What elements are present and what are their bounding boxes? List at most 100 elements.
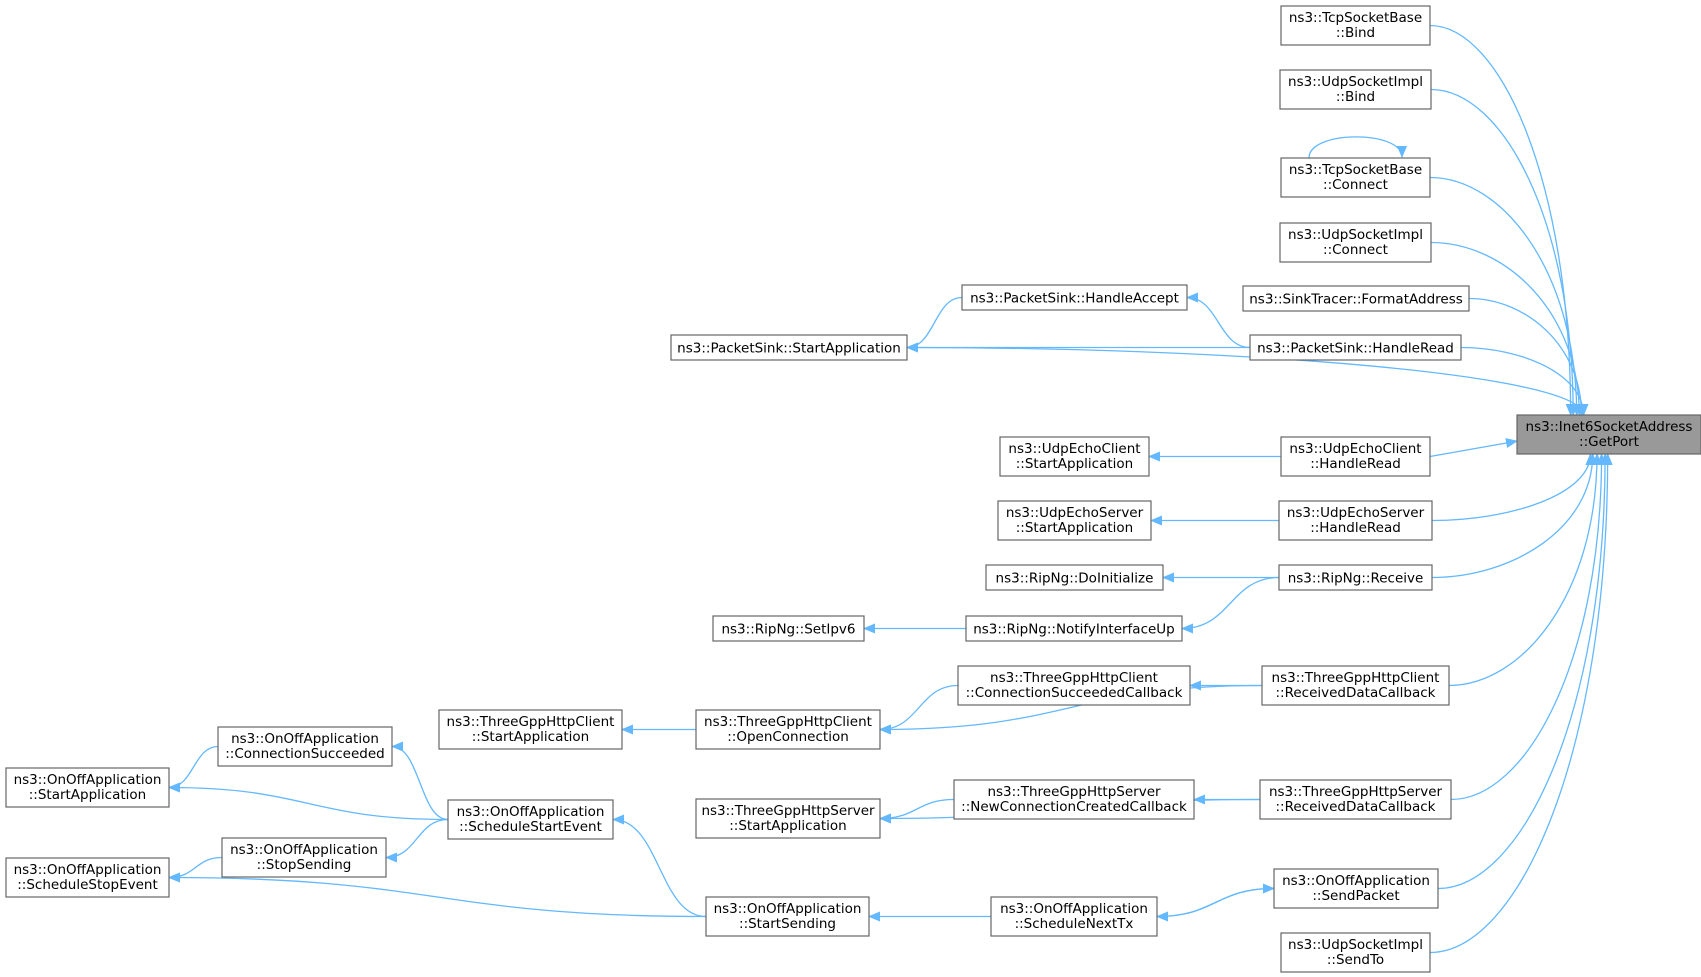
node-ps-startapp[interactable]: ns3::PacketSink::StartApplication	[670, 334, 908, 361]
node-ues-startapp[interactable]: ns3::UdpEchoServer::StartApplication	[997, 500, 1152, 541]
node-label: ::StartApplication	[1016, 456, 1134, 472]
edge-thc-recv-to-getport	[1448, 453, 1603, 687]
node-udp-bind[interactable]: ns3::UdpSocketImpl::Bind	[1279, 69, 1432, 110]
node-label: ::StartApplication	[29, 787, 147, 803]
edge-oo-sendpacket-to-getport	[1437, 453, 1611, 890]
node-label: ::OpenConnection	[727, 729, 849, 745]
node-box	[447, 799, 614, 840]
node-label: ::ScheduleNextTx	[1015, 916, 1134, 932]
edge-ths-newconn-to-ths-startapp	[879, 798, 955, 824]
edge-udp-bind-to-getport	[1430, 88, 1579, 416]
node-box	[997, 500, 1152, 541]
node-oo-startapp[interactable]: ns3::OnOffApplication::StartApplication	[5, 767, 170, 808]
edge-ps-startapp-to-getport	[906, 346, 1589, 416]
node-rip-notify[interactable]: ns3::RipNg::NotifyInterfaceUp	[965, 615, 1183, 642]
node-ues-handleread[interactable]: ns3::UdpEchoServer::HandleRead	[1278, 500, 1433, 541]
node-label: ::Bind	[1336, 89, 1375, 105]
node-oo-schedstart[interactable]: ns3::OnOffApplication::ScheduleStartEven…	[447, 799, 614, 840]
edge-udp-connect-to-getport	[1430, 241, 1585, 416]
node-ths-recv[interactable]: ns3::ThreeGppHttpServer::ReceivedDataCal…	[1259, 779, 1452, 820]
node-ths-startapp[interactable]: ns3::ThreeGppHttpServer::StartApplicatio…	[695, 798, 881, 839]
node-label: ns3::ThreeGppHttpClient	[447, 714, 615, 730]
node-label: ns3::ThreeGppHttpClient	[990, 670, 1158, 686]
node-box	[1280, 932, 1431, 973]
node-box	[1242, 285, 1470, 312]
node-box	[1249, 334, 1462, 361]
node-thc-recv[interactable]: ns3::ThreeGppHttpClient::ReceivedDataCal…	[1261, 665, 1450, 706]
node-label: ::ConnectionSucceededCallback	[966, 685, 1183, 701]
node-label: ns3::OnOffApplication	[1000, 901, 1148, 917]
node-oo-schednext[interactable]: ns3::OnOffApplication::ScheduleNextTx	[990, 896, 1158, 937]
node-label: ::ScheduleStartEvent	[459, 819, 602, 835]
node-ps-handleaccept[interactable]: ns3::PacketSink::HandleAccept	[961, 284, 1188, 311]
node-box	[990, 896, 1158, 937]
node-oo-schedstop[interactable]: ns3::OnOffApplication::ScheduleStopEvent	[5, 857, 170, 898]
node-label: ns3::SinkTracer::FormatAddress	[1249, 292, 1463, 308]
edge-tcp-connect-to-tcp-connect	[1308, 136, 1407, 159]
edge-ues-handleread-to-getport	[1431, 453, 1596, 522]
node-oo-sendpacket[interactable]: ns3::OnOffApplication::SendPacket	[1273, 868, 1439, 909]
node-box	[438, 709, 623, 750]
node-label: ns3::PacketSink::StartApplication	[677, 341, 901, 357]
node-rip-receive[interactable]: ns3::RipNg::Receive	[1278, 564, 1433, 591]
node-box	[953, 779, 1195, 820]
node-uec-handleread[interactable]: ns3::UdpEchoClient::HandleRead	[1280, 436, 1431, 477]
node-label: ns3::UdpSocketImpl	[1288, 937, 1423, 953]
node-label: ns3::ThreeGppHttpClient	[1272, 670, 1440, 686]
node-udp-connect[interactable]: ns3::UdpSocketImpl::Connect	[1279, 222, 1432, 263]
node-oo-connsucc[interactable]: ns3::OnOffApplication::ConnectionSucceed…	[217, 726, 393, 767]
node-box	[1278, 564, 1433, 591]
node-label: ::ReceivedDataCallback	[1275, 799, 1435, 815]
node-tcp-connect[interactable]: ns3::TcpSocketBase::Connect	[1280, 157, 1431, 198]
node-label: ns3::RipNg::Receive	[1288, 571, 1424, 587]
node-label: ns3::RipNg::SetIpv6	[721, 622, 855, 638]
node-label: ::NewConnectionCreatedCallback	[961, 799, 1187, 815]
node-oo-stopsending[interactable]: ns3::OnOffApplication::StopSending	[221, 837, 387, 878]
node-oo-startsending[interactable]: ns3::OnOffApplication::StartSending	[705, 896, 870, 937]
edge-oo-schedstart-to-oo-startapp	[168, 782, 449, 821]
node-label: ns3::UdpEchoClient	[1289, 441, 1421, 457]
node-box	[1259, 779, 1452, 820]
node-label: ns3::TcpSocketBase	[1289, 10, 1422, 26]
node-label: ns3::OnOffApplication	[457, 804, 605, 820]
node-uec-startapp[interactable]: ns3::UdpEchoClient::StartApplication	[999, 436, 1150, 477]
edge-ps-handleread-to-ps-handleaccept	[1186, 292, 1251, 349]
node-thc-openconn[interactable]: ns3::ThreeGppHttpClient::OpenConnection	[695, 709, 881, 750]
node-box	[957, 665, 1191, 706]
node-box	[985, 564, 1164, 591]
node-label: ns3::OnOffApplication	[230, 842, 378, 858]
node-thc-startapp[interactable]: ns3::ThreeGppHttpClient::StartApplicatio…	[438, 709, 623, 750]
edge-udp-sendto-to-getport	[1429, 453, 1613, 954]
node-label: ns3::RipNg::NotifyInterfaceUp	[973, 622, 1175, 638]
node-label: ::Connect	[1323, 242, 1388, 258]
edge-oo-schedstart-to-oo-stopsending	[385, 818, 449, 863]
node-label: ::SendPacket	[1312, 888, 1399, 904]
node-ps-handleread[interactable]: ns3::PacketSink::HandleRead	[1249, 334, 1462, 361]
node-tcp-bind[interactable]: ns3::TcpSocketBase::Bind	[1280, 5, 1431, 46]
node-label: ns3::ThreeGppHttpClient	[704, 714, 872, 730]
node-label: ns3::TcpSocketBase	[1289, 162, 1422, 178]
node-label: ns3::OnOffApplication	[14, 772, 162, 788]
node-sinktracer[interactable]: ns3::SinkTracer::FormatAddress	[1242, 285, 1470, 312]
node-getport[interactable]: ns3::Inet6SocketAddress::GetPort	[1516, 414, 1701, 455]
node-label: ::StartApplication	[472, 729, 590, 745]
node-udp-sendto[interactable]: ns3::UdpSocketImpl::SendTo	[1280, 932, 1431, 973]
node-rip-doinit[interactable]: ns3::RipNg::DoInitialize	[985, 564, 1164, 591]
node-label: ns3::OnOffApplication	[1282, 873, 1430, 889]
node-label: ns3::Inet6SocketAddress	[1526, 419, 1693, 435]
node-box	[1261, 665, 1450, 706]
node-rip-setipv6[interactable]: ns3::RipNg::SetIpv6	[712, 615, 865, 642]
node-box	[5, 857, 170, 898]
node-box	[670, 334, 908, 361]
node-label: ::StartSending	[739, 916, 836, 932]
edge-sinktracer-to-getport	[1468, 297, 1587, 416]
node-box	[1279, 222, 1432, 263]
node-thc-connsucc[interactable]: ns3::ThreeGppHttpClient::ConnectionSucce…	[957, 665, 1191, 706]
node-label: ::Connect	[1323, 177, 1388, 193]
edge-ths-recv-to-getport	[1450, 453, 1607, 801]
node-label: ::HandleRead	[1310, 520, 1401, 536]
node-box	[695, 709, 881, 750]
edge-oo-startsending-to-oo-schedstart	[612, 814, 707, 918]
node-ths-newconn[interactable]: ns3::ThreeGppHttpServer::NewConnectionCr…	[953, 779, 1195, 820]
